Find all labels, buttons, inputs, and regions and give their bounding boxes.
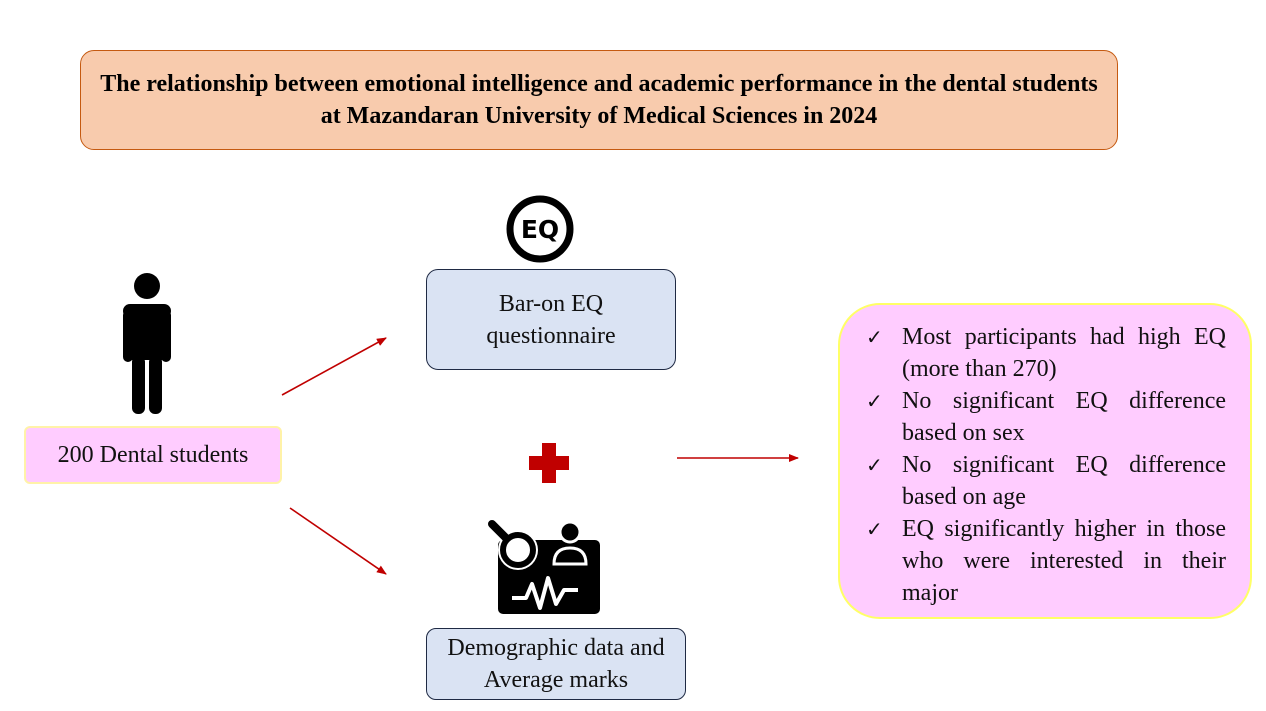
result-item: ✓ No significant EQ difference based on s…: [862, 385, 1226, 449]
person-icon: [123, 273, 171, 414]
arrow-to-data-source: [289, 507, 387, 575]
checkmark-icon: ✓: [866, 453, 883, 477]
checkmark-icon: ✓: [866, 325, 883, 349]
title-box: The relationship between emotional intel…: [80, 50, 1118, 150]
result-text: No significant EQ difference based on ag…: [902, 452, 1226, 510]
result-text: No significant EQ difference based on se…: [902, 388, 1226, 446]
participants-box: 200 Dental students: [24, 426, 282, 484]
result-text: Most participants had high EQ (more than…: [902, 324, 1226, 382]
questionnaire-box: Bar-on EQ questionnaire: [426, 269, 676, 370]
diagram-title: The relationship between emotional intel…: [100, 71, 1098, 129]
result-item: ✓ Most participants had high EQ (more tha…: [862, 321, 1226, 385]
data-analysis-icon: [488, 520, 600, 614]
result-item: ✓ EQ significantly higher in those who we…: [862, 513, 1226, 609]
data-source-label: Demographic data and Average marks: [447, 635, 665, 693]
results-list: ✓ Most participants had high EQ (more tha…: [862, 321, 1226, 609]
questionnaire-label: Bar-on EQ questionnaire: [486, 290, 616, 349]
results-box: ✓ Most participants had high EQ (more tha…: [838, 303, 1252, 619]
arrow-to-questionnaire: [281, 337, 387, 396]
result-text: EQ significantly higher in those who wer…: [902, 516, 1226, 606]
eq-logo-icon: EQ: [506, 195, 574, 263]
checkmark-icon: ✓: [866, 389, 883, 413]
data-source-box: Demographic data and Average marks: [426, 628, 686, 700]
eq-logo-text: EQ: [521, 215, 559, 244]
result-item: ✓ No significant EQ difference based on a…: [862, 449, 1226, 513]
checkmark-icon: ✓: [866, 517, 883, 541]
plus-icon: [529, 443, 569, 483]
participants-label: 200 Dental students: [57, 441, 249, 468]
